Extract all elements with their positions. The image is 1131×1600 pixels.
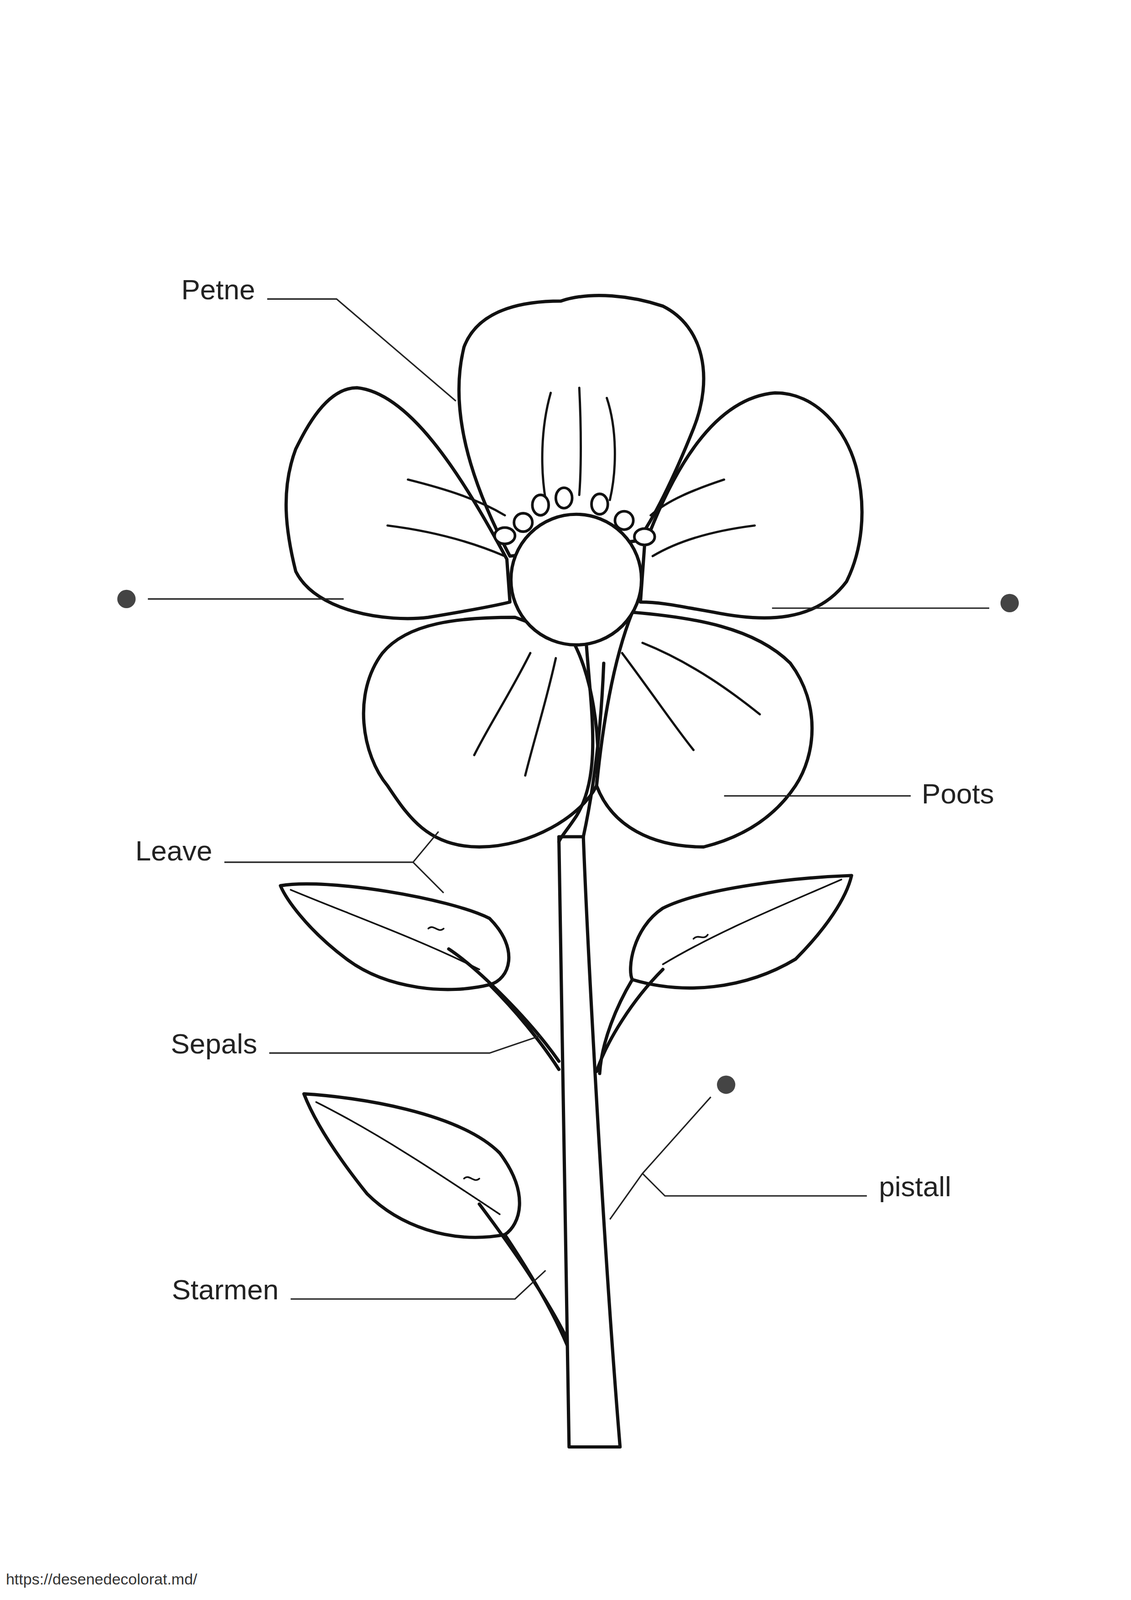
leader-line: [224, 831, 444, 893]
part-label: Starmen: [170, 1273, 281, 1305]
blank-dot: [1000, 593, 1019, 613]
stamen: [555, 487, 573, 509]
petal-vein: [387, 479, 505, 556]
leader-line: [609, 1096, 867, 1219]
stamen: [532, 494, 549, 516]
leaf-stalk: [596, 969, 663, 1074]
part-label: Sepals: [168, 1027, 260, 1059]
petal-vein: [650, 479, 755, 556]
part-label: Petne: [179, 274, 258, 306]
stem: [558, 836, 620, 1447]
petal-vein: [542, 387, 615, 500]
leaf: [280, 883, 509, 989]
stamen: [634, 528, 655, 545]
leaf-vein: [316, 1101, 500, 1215]
leader-line: [724, 794, 911, 797]
blank-dot: [117, 589, 136, 608]
leaf-stalk: [448, 948, 560, 1069]
leaf-stalk: [479, 1203, 567, 1345]
watermark: https://desenedecolorat.md/: [4, 1570, 200, 1588]
blank-dot: [716, 1074, 736, 1094]
part-label: Leave: [133, 835, 215, 867]
petal: [363, 617, 598, 847]
stem-line: [558, 644, 604, 842]
petal: [285, 387, 510, 619]
leader-line: [147, 597, 344, 600]
part-label: pistall: [876, 1170, 954, 1202]
petal-vein: [474, 652, 556, 775]
leaf-vein: [290, 889, 480, 969]
petal: [640, 392, 862, 618]
part-label: Poots: [919, 778, 997, 810]
leader-line: [290, 1270, 546, 1299]
leader-line: [772, 607, 990, 609]
stamen: [614, 511, 633, 530]
leaf: [630, 875, 852, 988]
stamen: [494, 527, 516, 544]
stamen: [513, 513, 533, 532]
leader-line: [269, 1035, 541, 1053]
flower-centre: [510, 513, 642, 645]
petal-vein: [622, 642, 760, 750]
leader-line: [267, 298, 457, 401]
leaf-vein: [663, 879, 842, 965]
stamen: [591, 493, 608, 515]
petal: [596, 612, 812, 847]
